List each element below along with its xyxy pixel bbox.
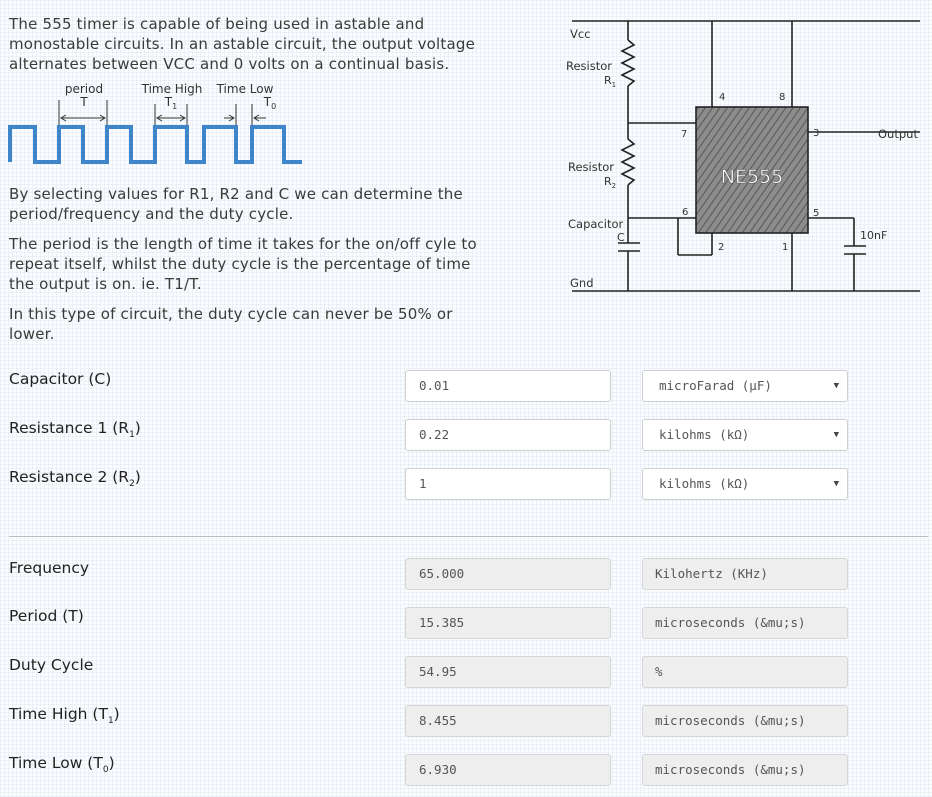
gnd-label: Gnd — [570, 276, 594, 290]
chevron-down-icon: ▼ — [833, 381, 839, 391]
intro-line: By selecting values for R1, R2 and C we … — [9, 185, 463, 203]
intro-paragraph-2: By selecting values for R1, R2 and C we … — [9, 184, 463, 224]
resistor2-label: Resistor — [568, 160, 614, 174]
time-high-symbol: T1 — [164, 95, 177, 111]
time-low-label: Time Low (T0) — [9, 754, 115, 776]
pin-6-label: 6 — [682, 207, 688, 218]
intro-paragraph-1: The 555 timer is capable of being used i… — [9, 14, 475, 74]
intro-line: period/frequency and the duty cycle. — [9, 205, 294, 223]
ne555-chip — [695, 106, 809, 234]
resistance2-input[interactable]: 1 — [405, 468, 611, 500]
r1-symbol: R1 — [604, 74, 616, 89]
vcc-label: Vcc — [570, 27, 591, 41]
pin-8-label: 8 — [779, 92, 785, 103]
frequency-output: 65.000 — [405, 558, 611, 590]
time-high-unit: microseconds (&mu;s) — [642, 705, 848, 737]
pin-2-label: 2 — [718, 242, 724, 253]
output-label: Output — [878, 127, 918, 141]
capacitor-input[interactable]: 0.01 — [405, 370, 611, 402]
intro-line: lower. — [9, 325, 55, 343]
duty-cycle-output: 54.95 — [405, 656, 611, 688]
intro-line: alternates between VCC and 0 volts on a … — [9, 55, 450, 73]
period-label: Period (T) — [9, 607, 84, 625]
period-label: period — [65, 82, 103, 96]
resistance1-input[interactable]: 0.22 — [405, 419, 611, 451]
square-wave — [8, 125, 302, 164]
c-symbol: C — [617, 231, 625, 244]
circuit-wires — [572, 20, 920, 292]
intro-line: monostable circuits. In an astable circu… — [9, 35, 476, 53]
square-wave-diagram: period T Time High T1 Time Low T0 — [8, 80, 308, 168]
cap-10nf-label: 10nF — [860, 229, 887, 242]
frequency-label: Frequency — [9, 559, 90, 577]
period-unit: microseconds (&mu;s) — [642, 607, 848, 639]
time-high-output: 8.455 — [405, 705, 611, 737]
resistance1-unit-value: kilohms (kΩ) — [659, 427, 750, 442]
intro-line: The period is the length of time it take… — [9, 235, 477, 253]
duty-cycle-unit: % — [642, 656, 848, 688]
resistance2-unit-value: kilohms (kΩ) — [659, 476, 750, 491]
intro-line: the output is on. ie. T1/T. — [9, 275, 202, 293]
section-divider — [9, 536, 928, 537]
duty-cycle-label: Duty Cycle — [9, 656, 94, 674]
r2-symbol: R2 — [604, 175, 616, 190]
pin-4-label: 4 — [719, 92, 725, 103]
time-low-unit: microseconds (&mu;s) — [642, 754, 848, 786]
intro-line: The 555 timer is capable of being used i… — [9, 15, 425, 33]
time-high-label: Time High — [141, 82, 203, 96]
period-symbol: T — [79, 95, 88, 109]
chevron-down-icon: ▼ — [833, 479, 839, 489]
resistance2-unit-select[interactable]: kilohms (kΩ) ▼ — [642, 468, 848, 500]
resistance2-label: Resistance 2 (R2) — [9, 468, 141, 490]
pin-1-label: 1 — [782, 242, 788, 253]
time-high-label: Time High (T1) — [9, 705, 120, 727]
intro-paragraph-3: The period is the length of time it take… — [9, 234, 477, 294]
frequency-unit: Kilohertz (KHz) — [642, 558, 848, 590]
resistance1-unit-select[interactable]: kilohms (kΩ) ▼ — [642, 419, 848, 451]
resistance1-label: Resistance 1 (R1) — [9, 419, 141, 441]
capacitor-unit-value: microFarad (µF) — [659, 378, 772, 393]
intro-paragraph-4: In this type of circuit, the duty cycle … — [9, 304, 453, 344]
chip-label: NE555 — [721, 166, 783, 188]
time-low-output: 6.930 — [405, 754, 611, 786]
circuit-diagram: NE555 Vcc Resistor R1 Resistor R2 Capaci… — [562, 8, 926, 308]
intro-line: In this type of circuit, the duty cycle … — [9, 305, 453, 323]
capacitor-label: Capacitor — [568, 217, 623, 231]
timing-arrows — [58, 100, 266, 126]
period-output: 15.385 — [405, 607, 611, 639]
time-low-label: Time Low — [216, 82, 274, 96]
pin-5-label: 5 — [813, 208, 819, 219]
pin-7-label: 7 — [681, 129, 687, 140]
resistor1-label: Resistor — [566, 59, 612, 73]
capacitor-label: Capacitor (C) — [9, 370, 112, 388]
pin-3-label: 3 — [813, 128, 819, 139]
intro-line: repeat itself, whilst the duty cycle is … — [9, 255, 471, 273]
capacitor-unit-select[interactable]: microFarad (µF) ▼ — [642, 370, 848, 402]
time-low-symbol: T0 — [263, 95, 276, 111]
chevron-down-icon: ▼ — [833, 430, 839, 440]
